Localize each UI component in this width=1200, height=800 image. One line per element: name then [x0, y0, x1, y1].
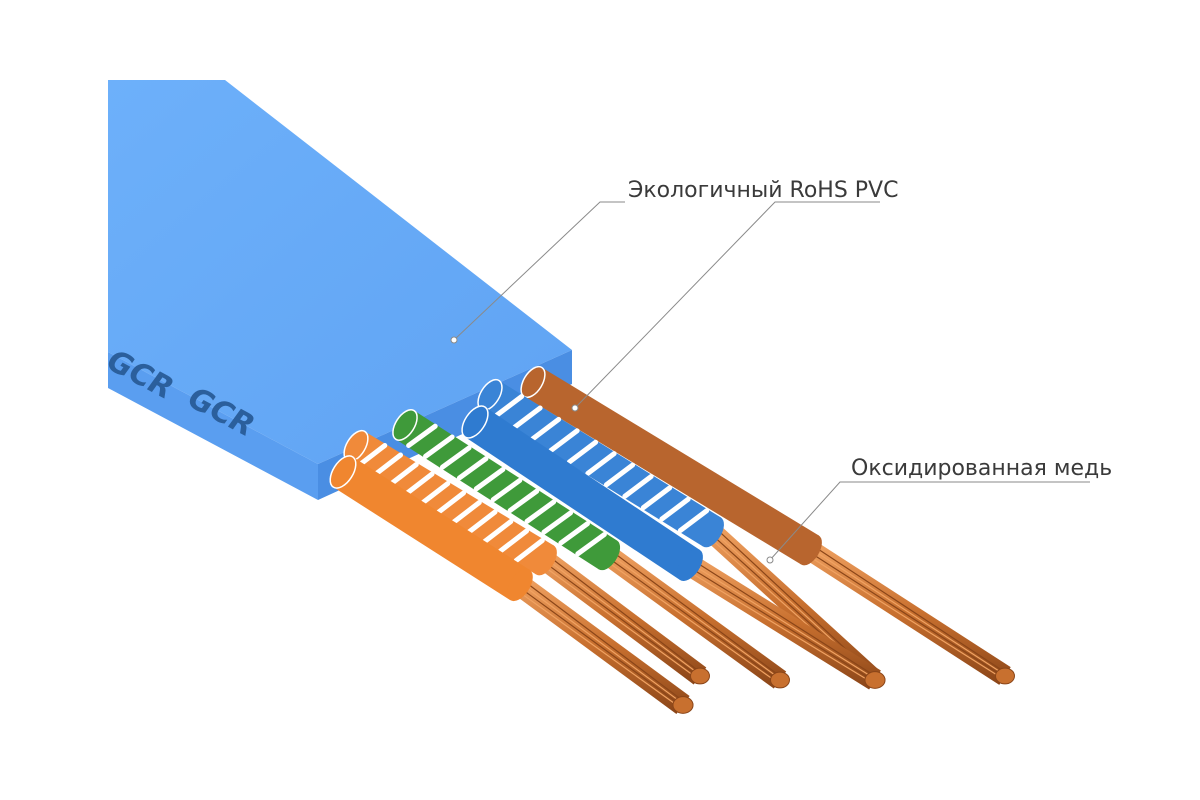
insulation-end: [798, 534, 822, 566]
callout-line-pvc-1: [453, 201, 625, 341]
wire-stripe: [490, 477, 523, 503]
wire-stripe: [356, 442, 388, 469]
insulation-start: [461, 405, 489, 439]
copper-strand: [516, 589, 682, 709]
copper-strand: [608, 553, 781, 680]
label-conductor: Оксидированная медь: [851, 456, 1113, 481]
wire-stripe: [524, 499, 557, 524]
wire-group: [329, 365, 1015, 714]
copper-strand: [518, 586, 683, 707]
copper-conductor: [684, 555, 881, 690]
callout-dot-copper: [766, 556, 774, 564]
wire-stripe: [403, 471, 435, 497]
wire-stripe: [548, 428, 580, 454]
wire-stripe: [511, 405, 543, 431]
wire-orange-white: [343, 429, 710, 685]
wire-stripe: [677, 508, 710, 533]
wire-stripe: [497, 528, 530, 554]
wire-stripe: [473, 467, 506, 492]
wire-stripe: [439, 445, 472, 470]
wire-stripe: [622, 473, 654, 499]
wire-stripe: [541, 510, 574, 535]
wire-insulation: [333, 456, 530, 601]
insulation-end: [700, 516, 724, 548]
wire-stripe: [423, 434, 455, 459]
callout-dot-pvc-1: [450, 336, 458, 344]
wire-orange: [329, 455, 694, 714]
wire-stripe: [507, 488, 540, 513]
copper-strand: [522, 580, 686, 703]
copper-strand: [810, 548, 1006, 676]
insulation-end: [677, 549, 703, 581]
wire-stripe: [659, 496, 691, 522]
wire-stripe: [640, 485, 673, 511]
copper-strand: [812, 545, 1008, 674]
copper-strand: [688, 566, 875, 682]
copper-tip: [864, 671, 886, 689]
wire-green-white: [392, 409, 790, 689]
wire-insulation: [524, 367, 819, 565]
callout-line-copper: [769, 481, 1090, 561]
wire-stripe: [482, 518, 514, 545]
copper-strand: [610, 550, 783, 678]
copper-strand: [808, 551, 1005, 678]
copper-strand: [606, 556, 780, 682]
copper-strand: [686, 569, 874, 684]
wire-stripe: [406, 423, 438, 448]
copper-strand: [520, 583, 684, 705]
callout-line-pvc-2: [574, 201, 880, 409]
copper-strand: [806, 554, 1004, 680]
callout-lines: [450, 201, 1090, 564]
insulation-start: [329, 455, 357, 489]
jacket-top-face: [108, 80, 572, 464]
insulation-end: [507, 568, 533, 602]
wire-stripe: [434, 490, 467, 516]
wire-stripe: [371, 452, 404, 478]
insulation-end: [595, 539, 621, 571]
wire-stripe: [456, 456, 489, 481]
wire-stripe: [387, 461, 419, 488]
copper-strand: [690, 563, 876, 680]
copper-strand: [541, 564, 699, 680]
wire-stripe: [529, 416, 562, 442]
insulation-end: [533, 544, 557, 576]
wire-stripe: [585, 451, 617, 476]
wire-stripe: [450, 499, 482, 526]
copper-strand: [547, 555, 703, 674]
copper-tip: [672, 696, 694, 714]
wire-stripe: [466, 509, 498, 535]
callout-dot-pvc-2: [571, 404, 579, 412]
wire-insulation: [465, 407, 700, 580]
wire-stripe: [566, 439, 599, 465]
copper-strand: [543, 561, 700, 678]
jacket-side-face: [108, 352, 318, 500]
wire-stripe: [603, 462, 636, 488]
copper-strand: [604, 559, 779, 684]
copper-strand: [545, 558, 701, 676]
copper-tip: [995, 667, 1015, 685]
copper-tip: [690, 667, 710, 685]
copper-tip: [770, 671, 790, 689]
copper-strand: [692, 559, 878, 678]
label-insulation: Экологичный RoHS PVC: [628, 178, 899, 203]
wire-stripe: [513, 537, 545, 564]
wire-stripe: [575, 532, 607, 557]
copper-conductor: [804, 541, 1011, 685]
wire-blue: [461, 405, 886, 690]
wire-stripe: [419, 480, 451, 507]
wire-stripe: [558, 521, 590, 546]
wire-stripe: [492, 394, 525, 419]
insulation-start: [392, 409, 418, 441]
